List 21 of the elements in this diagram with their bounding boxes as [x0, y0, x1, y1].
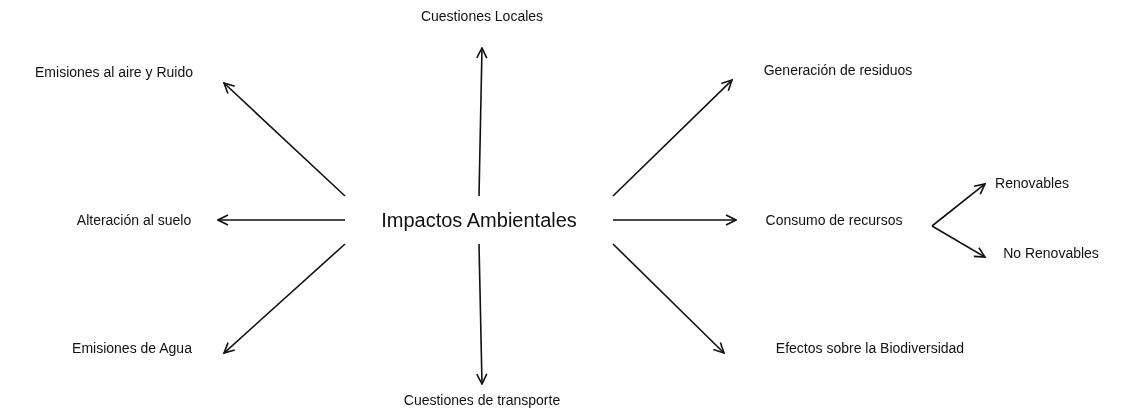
- arrow: [223, 243, 346, 354]
- node-label: Generación de residuos: [763, 62, 913, 78]
- node-label: Alteración al suelo: [76, 212, 192, 228]
- arrow: [223, 82, 346, 197]
- node-label: Renovables: [995, 175, 1069, 191]
- arrow: [612, 79, 733, 197]
- node-label: Efectos sobre la Biodiversidad: [775, 340, 965, 356]
- node-label: No Renovables: [1003, 245, 1099, 261]
- arrow: [476, 243, 488, 385]
- node-label: Cuestiones de transporte: [403, 392, 561, 408]
- node-label: Cuestiones Locales: [420, 8, 544, 24]
- node-label: Emisiones de Agua: [72, 340, 192, 356]
- node-label: Emisiones al aire y Ruido: [35, 64, 193, 80]
- arrow: [612, 214, 737, 226]
- arrow: [612, 243, 725, 354]
- arrow: [217, 214, 346, 226]
- node-label: Consumo de recursos: [765, 212, 903, 228]
- node-label: Impactos Ambientales: [381, 208, 577, 232]
- arrow: [476, 47, 488, 197]
- arrow: [931, 183, 986, 227]
- arrow: [931, 225, 986, 258]
